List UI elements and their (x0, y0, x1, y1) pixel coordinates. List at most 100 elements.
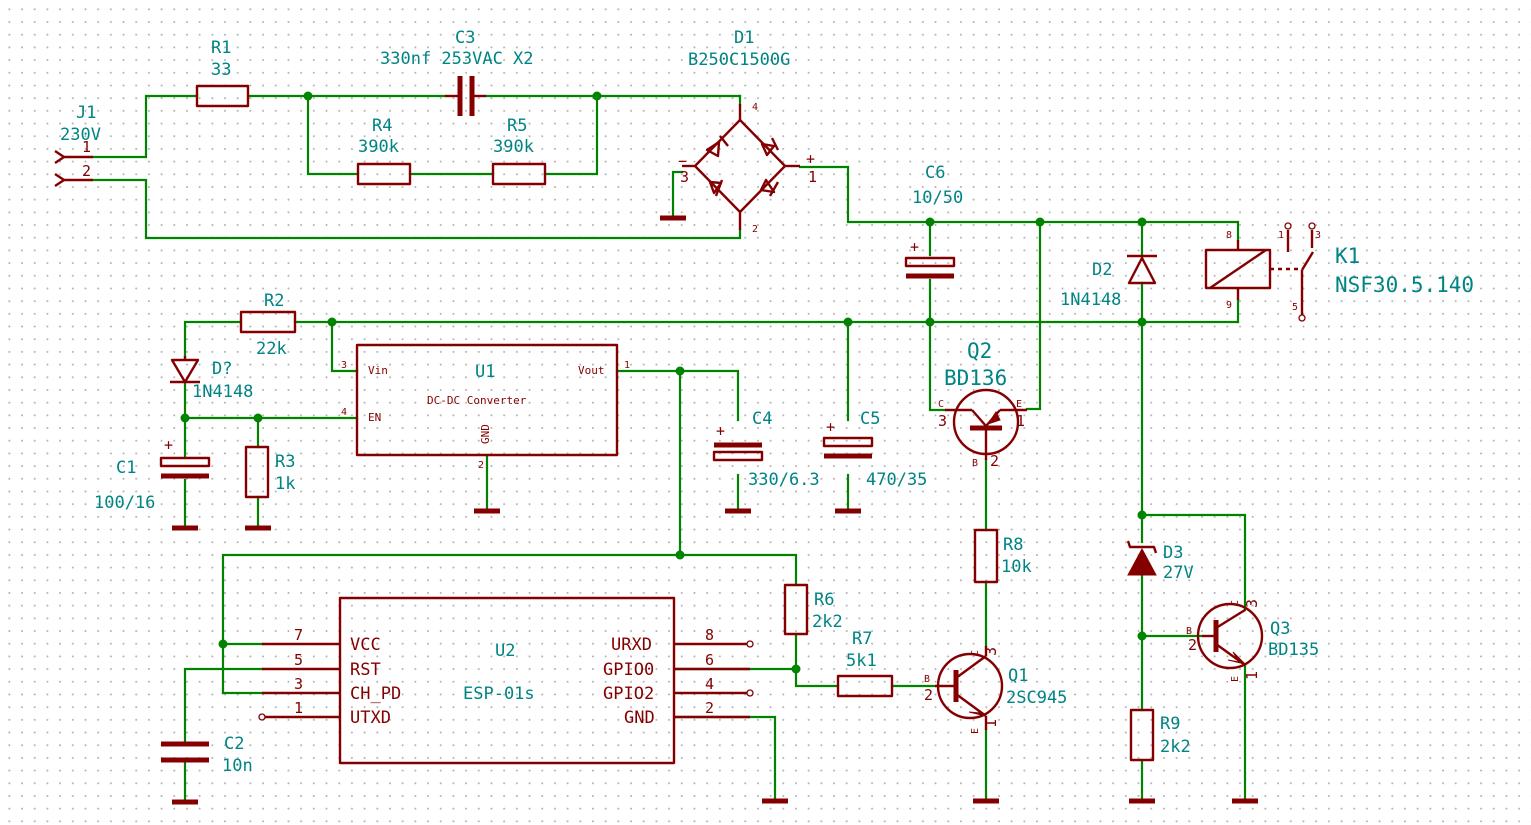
resistor-r1: R1 33 (195, 38, 250, 108)
q2-pin2: 2 (990, 452, 999, 470)
q2-pin-b: B (972, 458, 978, 469)
k1-value: NSF30.5.140 (1335, 273, 1474, 297)
q1-pin-c: C (970, 650, 981, 656)
c1-ref: C1 (116, 458, 136, 478)
u1-value: DC-DC Converter (427, 394, 527, 407)
u2-pin7: 7 (294, 626, 303, 644)
u2-pin6: 6 (705, 651, 714, 669)
u1-pin-vout: Vout (578, 364, 605, 377)
q2-ref: Q2 (967, 339, 992, 363)
ground-symbols (172, 215, 1258, 805)
q3-pin-c: C (1230, 600, 1241, 606)
capacitor-c6: + C6 10/50 (904, 163, 963, 279)
q2-value: BD136 (944, 366, 1007, 390)
r6-value: 2k2 (812, 612, 843, 632)
r6-ref: R6 (814, 590, 834, 610)
r8-value: 10k (1001, 557, 1032, 577)
r2-ref: R2 (264, 291, 284, 311)
j1-value: 230V (60, 125, 101, 145)
c2-value: 10n (222, 756, 253, 776)
q1-pin1: 1 (982, 719, 1000, 728)
capacitor-c1: + C1 100/16 (94, 436, 211, 513)
q1-value: 2SC945 (1006, 688, 1067, 708)
q1-pin-e: E (970, 728, 981, 734)
d2-ref: D2 (1092, 260, 1112, 280)
resistor-r3: R3 1k (244, 445, 295, 499)
c4-ref: C4 (752, 409, 772, 429)
c5-value: 470/35 (866, 470, 927, 490)
c2-ref: C2 (224, 734, 244, 754)
k1-pin8: 8 (1226, 230, 1232, 241)
zener-diode-d3: D3 27V (1126, 540, 1194, 583)
j1-pin1: 1 (82, 138, 91, 156)
q1-ref: Q1 (1008, 666, 1028, 686)
transistor-q1: B C E 2 3 1 Q1 2SC945 (924, 646, 1067, 734)
q1-pin-b: B (924, 674, 930, 685)
k1-ref: K1 (1335, 244, 1360, 268)
resistor-r7: R7 5k1 (836, 629, 894, 698)
q2-pin3: 3 (938, 412, 947, 430)
d1-value: B250C1500G (688, 50, 790, 70)
dq-value: 1N4148 (192, 382, 253, 402)
capacitor-c2: C2 10n (161, 734, 253, 776)
d3-ref: D3 (1163, 543, 1183, 563)
relay-k1: 8 9 1 3 5 K1 NSF30.5.140 (1204, 222, 1474, 322)
k1-pin1: 1 (1278, 230, 1284, 241)
d1-minus-sign: − (678, 152, 687, 170)
q3-ref: Q3 (1270, 619, 1290, 639)
c4-plus-sign: + (716, 422, 725, 440)
wires (91, 94, 1247, 802)
d2-value: 1N4148 (1060, 290, 1121, 310)
resistor-r2: R2 22k (239, 291, 297, 359)
u1-pin2: 2 (478, 460, 484, 471)
r3-value: 1k (275, 474, 295, 494)
q3-value: BD135 (1268, 640, 1319, 660)
r1-value: 33 (211, 60, 231, 80)
resistor-r8: R8 10k (973, 528, 1032, 584)
resistor-r4: R4 390k (356, 116, 412, 186)
u2-pin-gnd: GND (624, 708, 655, 728)
transistor-q2: C E B 3 1 2 Q2 BD136 (938, 339, 1027, 470)
c6-value: 10/50 (912, 188, 963, 208)
d3-value: 27V (1163, 563, 1194, 583)
d1-pin3: 3 (680, 168, 689, 186)
junctions (180, 91, 1147, 674)
r5-value: 390k (493, 137, 534, 157)
diode-dq: D? 1N4148 (170, 356, 253, 402)
u2-pin5: 5 (294, 651, 303, 669)
resistor-r9: R9 2k2 (1129, 708, 1191, 762)
resistor-r5: R5 390k (491, 116, 547, 186)
q2-pin-e: E (1016, 399, 1022, 410)
u2-pin-urxd: URXD (611, 635, 652, 655)
u2-pin-gpio0: GPIO0 (603, 660, 654, 680)
c6-ref: C6 (925, 163, 945, 183)
r9-value: 2k2 (1160, 737, 1191, 757)
c4-value: 330/6.3 (748, 470, 820, 490)
c3-ref: C3 (455, 28, 475, 48)
u2-pin-chpd: CH_PD (350, 684, 401, 704)
r1-ref: R1 (211, 38, 231, 58)
j1-ref: J1 (76, 103, 96, 123)
r5-ref: R5 (507, 116, 527, 136)
u2-pin4: 4 (705, 675, 714, 693)
q3-pin-e: E (1230, 676, 1241, 682)
u1-pin-vin: Vin (368, 364, 388, 377)
u1-pin4: 4 (341, 407, 347, 418)
capacitor-c3: C3 330nf 253VAC X2 (380, 28, 534, 116)
u2-pin1: 1 (294, 699, 303, 717)
u2-ref: U2 (495, 641, 515, 661)
u2-pin-gpio2: GPIO2 (603, 684, 654, 704)
r7-value: 5k1 (846, 651, 877, 671)
r9-ref: R9 (1160, 714, 1180, 734)
q3-pin3: 3 (1243, 599, 1261, 608)
r4-ref: R4 (372, 116, 392, 136)
q3-pin1: 1 (1243, 671, 1261, 680)
diode-d2: D2 1N4148 (1060, 254, 1157, 310)
u2-value: ESP-01s (463, 684, 535, 704)
dq-ref: D? (212, 359, 232, 379)
c5-ref: C5 (860, 409, 880, 429)
u2-pin-vcc: VCC (350, 635, 381, 655)
esp01s-module-u2: 7 5 3 1 8 6 4 2 VCC RST CH_PD UTXD URXD … (258, 596, 754, 765)
u1-pin1: 1 (624, 360, 630, 371)
